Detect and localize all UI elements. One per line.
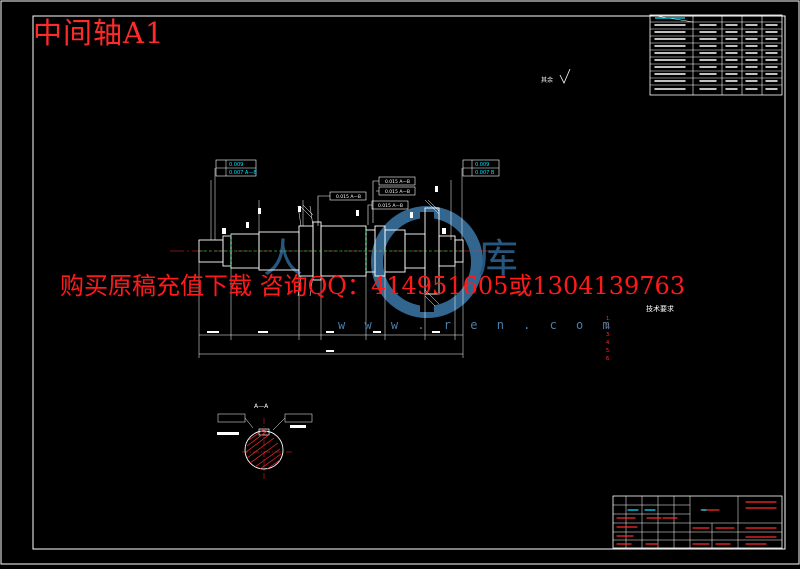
svg-text:0.015 A—B: 0.015 A—B [385,189,410,195]
notes-title: 技术要求 [646,305,674,313]
svg-text:人: 人 [263,236,303,282]
watermark-url: w w w . r e n . c o m [338,318,616,332]
svg-text:0.007 A—B: 0.007 A—B [229,170,257,176]
svg-text:0.009: 0.009 [229,162,243,168]
drawing-title: 中间轴A1 [33,16,165,50]
note-line: 3. [606,332,611,338]
svg-text:其余: 其余 [541,76,553,84]
dimension-values [207,331,440,352]
gear-hatching [297,199,440,307]
technical-requirements: 技术要求 1. 2. 3. 4. 5. 6. [606,305,776,363]
note-line: 5. [606,348,611,354]
svg-text:A—A: A—A [254,403,269,410]
tolerance-frame-right: 0.009 0.007 B [462,159,500,177]
svg-text:0.015 A—B: 0.015 A—B [336,194,361,200]
svg-text:0.007 B: 0.007 B [475,170,495,176]
title-block [612,495,783,549]
hidden-lines [199,230,463,272]
note-line: 6. [606,356,611,362]
svg-text:库: 库 [478,236,518,282]
section-view: A—A [217,403,313,480]
purchase-watermark: 购买原稿充值下载 咨询QQ：414951605或1304139763 [60,272,686,300]
tolerance-frames-mid [317,176,416,226]
roughness-note: 其余 [541,68,571,84]
note-line: 4. [606,340,611,346]
parameter-table [649,14,783,96]
roughness-symbols [222,186,446,234]
diameter-leaders [210,168,463,240]
svg-text:0.015 A—B: 0.015 A—B [378,203,403,209]
svg-text:0.015 A—B: 0.015 A—B [385,179,410,185]
svg-text:0.009: 0.009 [475,162,489,168]
note-line: 2. [606,324,611,330]
tolerance-mid-text: 0.015 A—B 0.015 A—B 0.015 A—B 0.015 A—B [336,179,410,209]
note-line: 1. [606,316,611,322]
inner-frame [32,15,786,550]
tolerance-frame-left: 0.009 0.007 A—B [215,159,257,177]
watermark-logo: 人 库 [263,206,518,318]
dimension-lines [198,262,464,358]
